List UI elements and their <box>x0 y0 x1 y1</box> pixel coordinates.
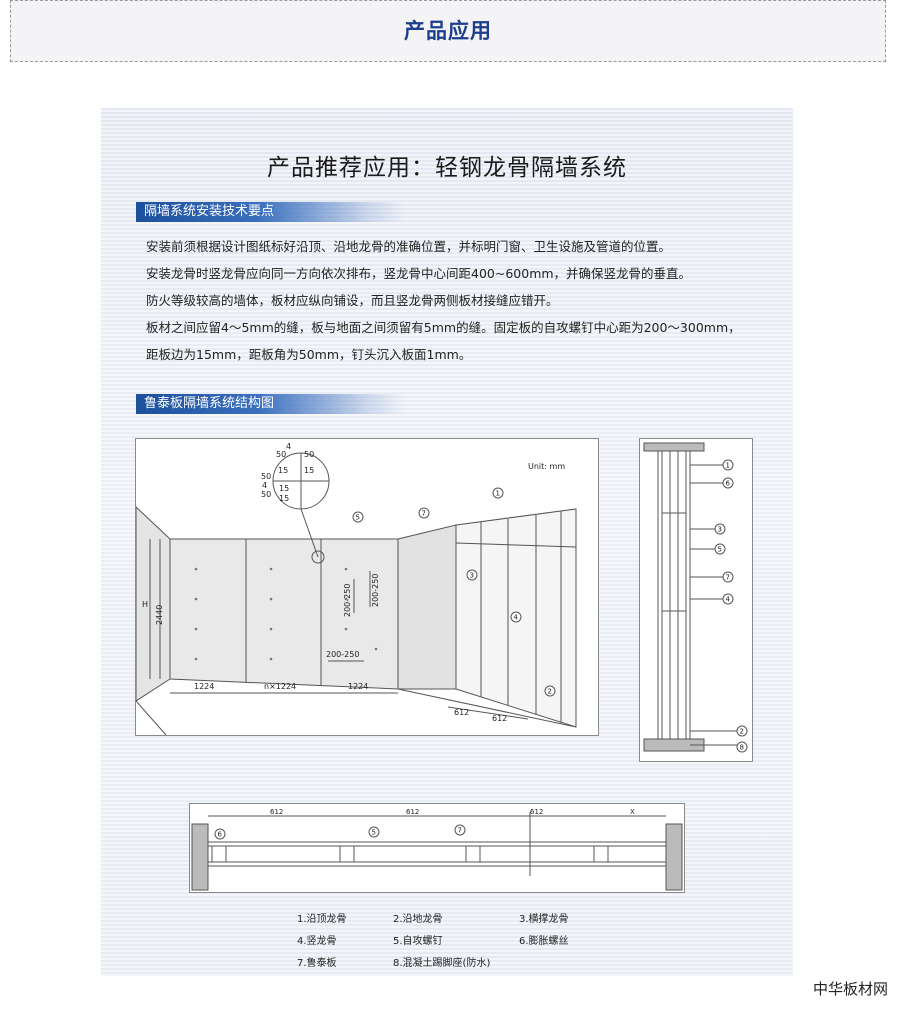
callout-number: 6 <box>218 831 223 839</box>
panel-title: 产品推荐应用：轻钢龙骨隔墙系统 <box>267 155 627 181</box>
wall-structure-drawing: Unit: mm 4 50 50 15 15 50 50 4 15 15 H 2… <box>135 438 599 736</box>
callout-number: 1 <box>496 490 500 498</box>
detail-dim: 15 <box>279 484 289 493</box>
dim-1224: 1224 <box>348 682 368 691</box>
detail-dim: 50 <box>261 472 271 481</box>
callout-number: 3 <box>718 526 722 534</box>
legend-item: 2.沿地龙骨 <box>393 914 443 925</box>
plan-section-drawing: 612 612 612 X 6 5 7 <box>189 803 685 893</box>
dim-h: H <box>142 600 148 609</box>
legend-item: 6.膨胀螺丝 <box>519 936 569 947</box>
callout-number: 6 <box>726 480 731 488</box>
vertical-section-svg: 1 6 3 5 7 4 2 8 <box>643 442 748 753</box>
callout-number: 4 <box>514 614 519 622</box>
page-title: 产品应用 <box>404 19 492 43</box>
callout-number: 2 <box>740 728 744 736</box>
callout-number: 2 <box>548 688 552 696</box>
detail-dim: 4 <box>286 442 291 451</box>
legend-item: 3.横撑龙骨 <box>519 914 569 925</box>
detail-dim: 4 <box>262 481 267 490</box>
legend-item: 5.自攻螺钉 <box>393 936 443 947</box>
install-note: 防火等级较高的墙体，板材应纵向铺设，而且竖龙骨两侧板材接缝应错开。 <box>146 293 559 308</box>
wall-structure-svg: Unit: mm 4 50 50 15 15 50 50 4 15 15 H 2… <box>135 442 577 736</box>
legend-item: 8.混凝土踢脚座(防水) <box>393 958 491 969</box>
unit-label: Unit: mm <box>528 462 565 471</box>
plan-dim: 612 <box>270 808 283 816</box>
callout-number: 5 <box>718 546 722 554</box>
dim-200-250: 200-250 <box>343 584 352 617</box>
callout-number: 7 <box>458 827 462 835</box>
header-bar: 产品应用 <box>10 0 886 62</box>
callout-number: 8 <box>740 744 744 752</box>
callout-number: 4 <box>726 596 731 604</box>
legend-item: 1.沿顶龙骨 <box>297 914 347 925</box>
dim-1224: 1224 <box>194 682 214 691</box>
section-heading-structure: 鲁泰板隔墙系统结构图 <box>136 394 406 414</box>
site-watermark: 中华板材网 <box>812 980 888 998</box>
detail-dim: 15 <box>279 494 289 503</box>
detail-dim: 15 <box>278 466 288 475</box>
install-note: 距板边为15mm，距板角为50mm，钉头沉入板面1mm。 <box>146 347 472 362</box>
detail-dim: 50 <box>304 450 314 459</box>
callout-number: 5 <box>356 514 360 522</box>
callout-number: 5 <box>372 829 376 837</box>
plan-dim: 612 <box>530 808 543 816</box>
callout-number: 7 <box>726 574 730 582</box>
dim-2440: 2440 <box>155 605 164 625</box>
install-notes: 安装前须根据设计图纸标好沿顶、沿地龙骨的准确位置，并标明门窗、卫生设施及管道的位… <box>146 233 776 368</box>
dim-612: 612 <box>454 708 469 717</box>
dim-200-250: 200-250 <box>326 650 359 659</box>
detail-dim: 15 <box>304 466 314 475</box>
install-note: 安装前须根据设计图纸标好沿顶、沿地龙骨的准确位置，并标明门窗、卫生设施及管道的位… <box>146 239 672 254</box>
product-panel: 产品推荐应用：轻钢龙骨隔墙系统 隔墙系统安装技术要点 安装前须根据设计图纸标好沿… <box>101 108 793 976</box>
vertical-section-drawing: 1 6 3 5 7 4 2 8 <box>639 438 753 762</box>
plan-section-svg: 612 612 612 X 6 5 7 <box>191 808 683 891</box>
dim-n1224: n×1224 <box>264 682 296 691</box>
plan-dim: 612 <box>406 808 419 816</box>
plan-dim: X <box>630 808 635 816</box>
legend-item: 7.鲁泰板 <box>297 958 337 969</box>
legend-item: 4.竖龙骨 <box>297 936 337 947</box>
callout-number: 1 <box>726 462 730 470</box>
callout-number: 3 <box>470 572 474 580</box>
install-note: 安装龙骨时竖龙骨应向同一方向依次排布，竖龙骨中心间距400~600mm，并确保竖… <box>146 266 692 281</box>
dim-200-250: 200-250 <box>371 574 380 607</box>
section-heading-install: 隔墙系统安装技术要点 <box>136 202 406 222</box>
callout-number: 7 <box>422 510 426 518</box>
detail-dim: 50 <box>276 450 286 459</box>
dim-612: 612 <box>492 714 507 723</box>
install-note: 板材之间应留4～5mm的缝，板与地面之间须留有5mm的缝。固定板的自攻螺钉中心距… <box>146 320 741 335</box>
detail-dim: 50 <box>261 490 271 499</box>
